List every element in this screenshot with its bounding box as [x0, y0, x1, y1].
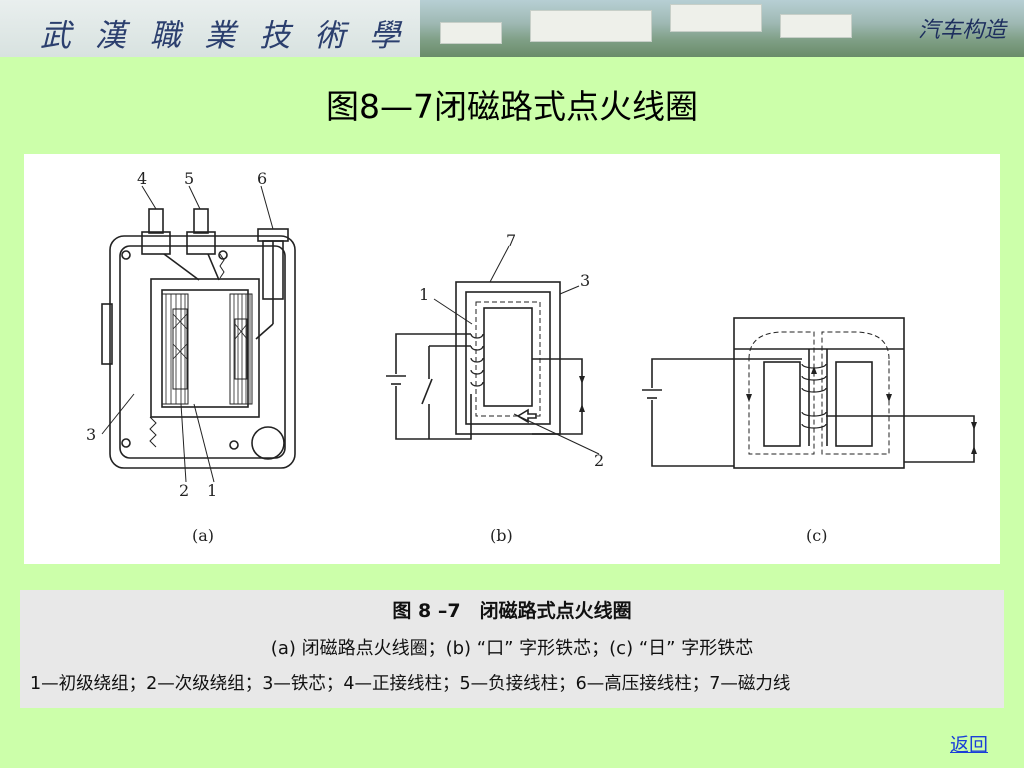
diagram-a	[101, 185, 296, 483]
sublabel-a: (a)	[192, 526, 214, 545]
school-name: 武 漢 職 業 技 術 學 院	[40, 18, 408, 54]
campus-photo	[420, 0, 1024, 57]
back-link[interactable]: 返回	[949, 734, 988, 756]
sublabel-c: (c)	[806, 526, 827, 545]
callout-4: 4	[137, 169, 147, 188]
caption-legend: 1—初级绕组；2—次级绕组；3—铁芯；4—正接线柱；5—负接线柱；6—高压接线柱…	[30, 674, 791, 694]
ignition-coil-diagram: 4 5 6 3 2 1 7 1 3 2 (a) (b) (c)	[86, 169, 977, 545]
course-name: 汽车构造	[917, 18, 1006, 43]
callout-1a: 1	[207, 481, 217, 500]
header-banner: 武 漢 職 業 技 術 學 院 汽车构造	[0, 0, 1024, 57]
callout-3b: 3	[580, 271, 590, 290]
banner-left-panel: 武 漢 職 業 技 術 學 院	[0, 0, 420, 57]
callout-7: 7	[506, 231, 516, 250]
diagram-b	[386, 245, 600, 455]
caption-title: 图 8 –7 闭磁路式点火线圈	[392, 600, 632, 622]
slide-title: 图8—7闭磁路式点火线圈	[326, 87, 698, 126]
callout-2a: 2	[179, 481, 189, 500]
callout-5: 5	[184, 169, 194, 188]
diagram-c	[642, 317, 977, 469]
callout-6: 6	[257, 169, 267, 188]
sublabel-b: (b)	[490, 526, 513, 545]
ignition-coil-figure: 4 5 6 3 2 1 7 1 3 2 (a) (b) (c)	[24, 154, 1000, 564]
callout-3a: 3	[86, 425, 96, 444]
caption-subfigures: (a) 闭磁路点火线圈；(b) “口” 字形铁芯；(c) “日” 字形铁芯	[270, 638, 754, 659]
figure-caption: 图 8 –7 闭磁路式点火线圈 (a) 闭磁路点火线圈；(b) “口” 字形铁芯…	[20, 590, 1004, 708]
callout-1b: 1	[419, 285, 429, 304]
callout-2b: 2	[594, 451, 604, 470]
